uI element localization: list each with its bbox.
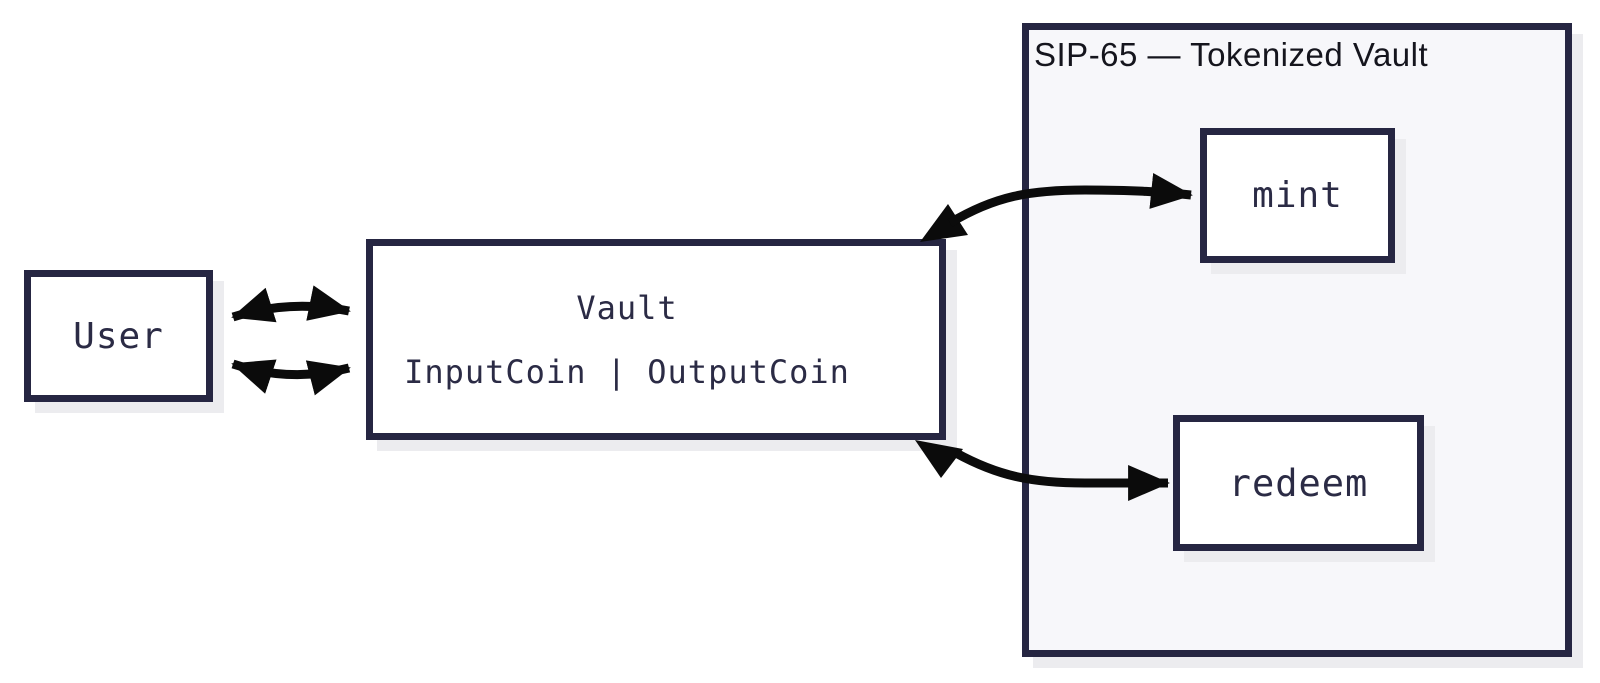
node-vault-label-line2: InputCoin | OutputCoin [404,352,850,391]
node-vault: Vault InputCoin | OutputCoin [366,239,946,440]
node-user: User [24,270,213,402]
node-mint-label: mint [1252,175,1343,216]
node-user-label: User [73,315,164,357]
edge-user-vault-upper-arrow [231,285,351,323]
edge-vault-redeem-back-arrowhead [915,440,963,478]
edge-vault-mint-back-arrowhead [920,204,968,242]
node-mint: mint [1200,128,1395,263]
sip65-container-box: SIP-65 — Tokenized Vault [1022,23,1572,657]
sip65-container-title: SIP-65 — Tokenized Vault [1034,36,1429,73]
node-vault-label-line1: Vault [576,288,678,327]
node-redeem: redeem [1173,415,1424,551]
node-redeem-label: redeem [1228,461,1369,505]
edge-user-vault-lower-arrow [231,359,351,396]
